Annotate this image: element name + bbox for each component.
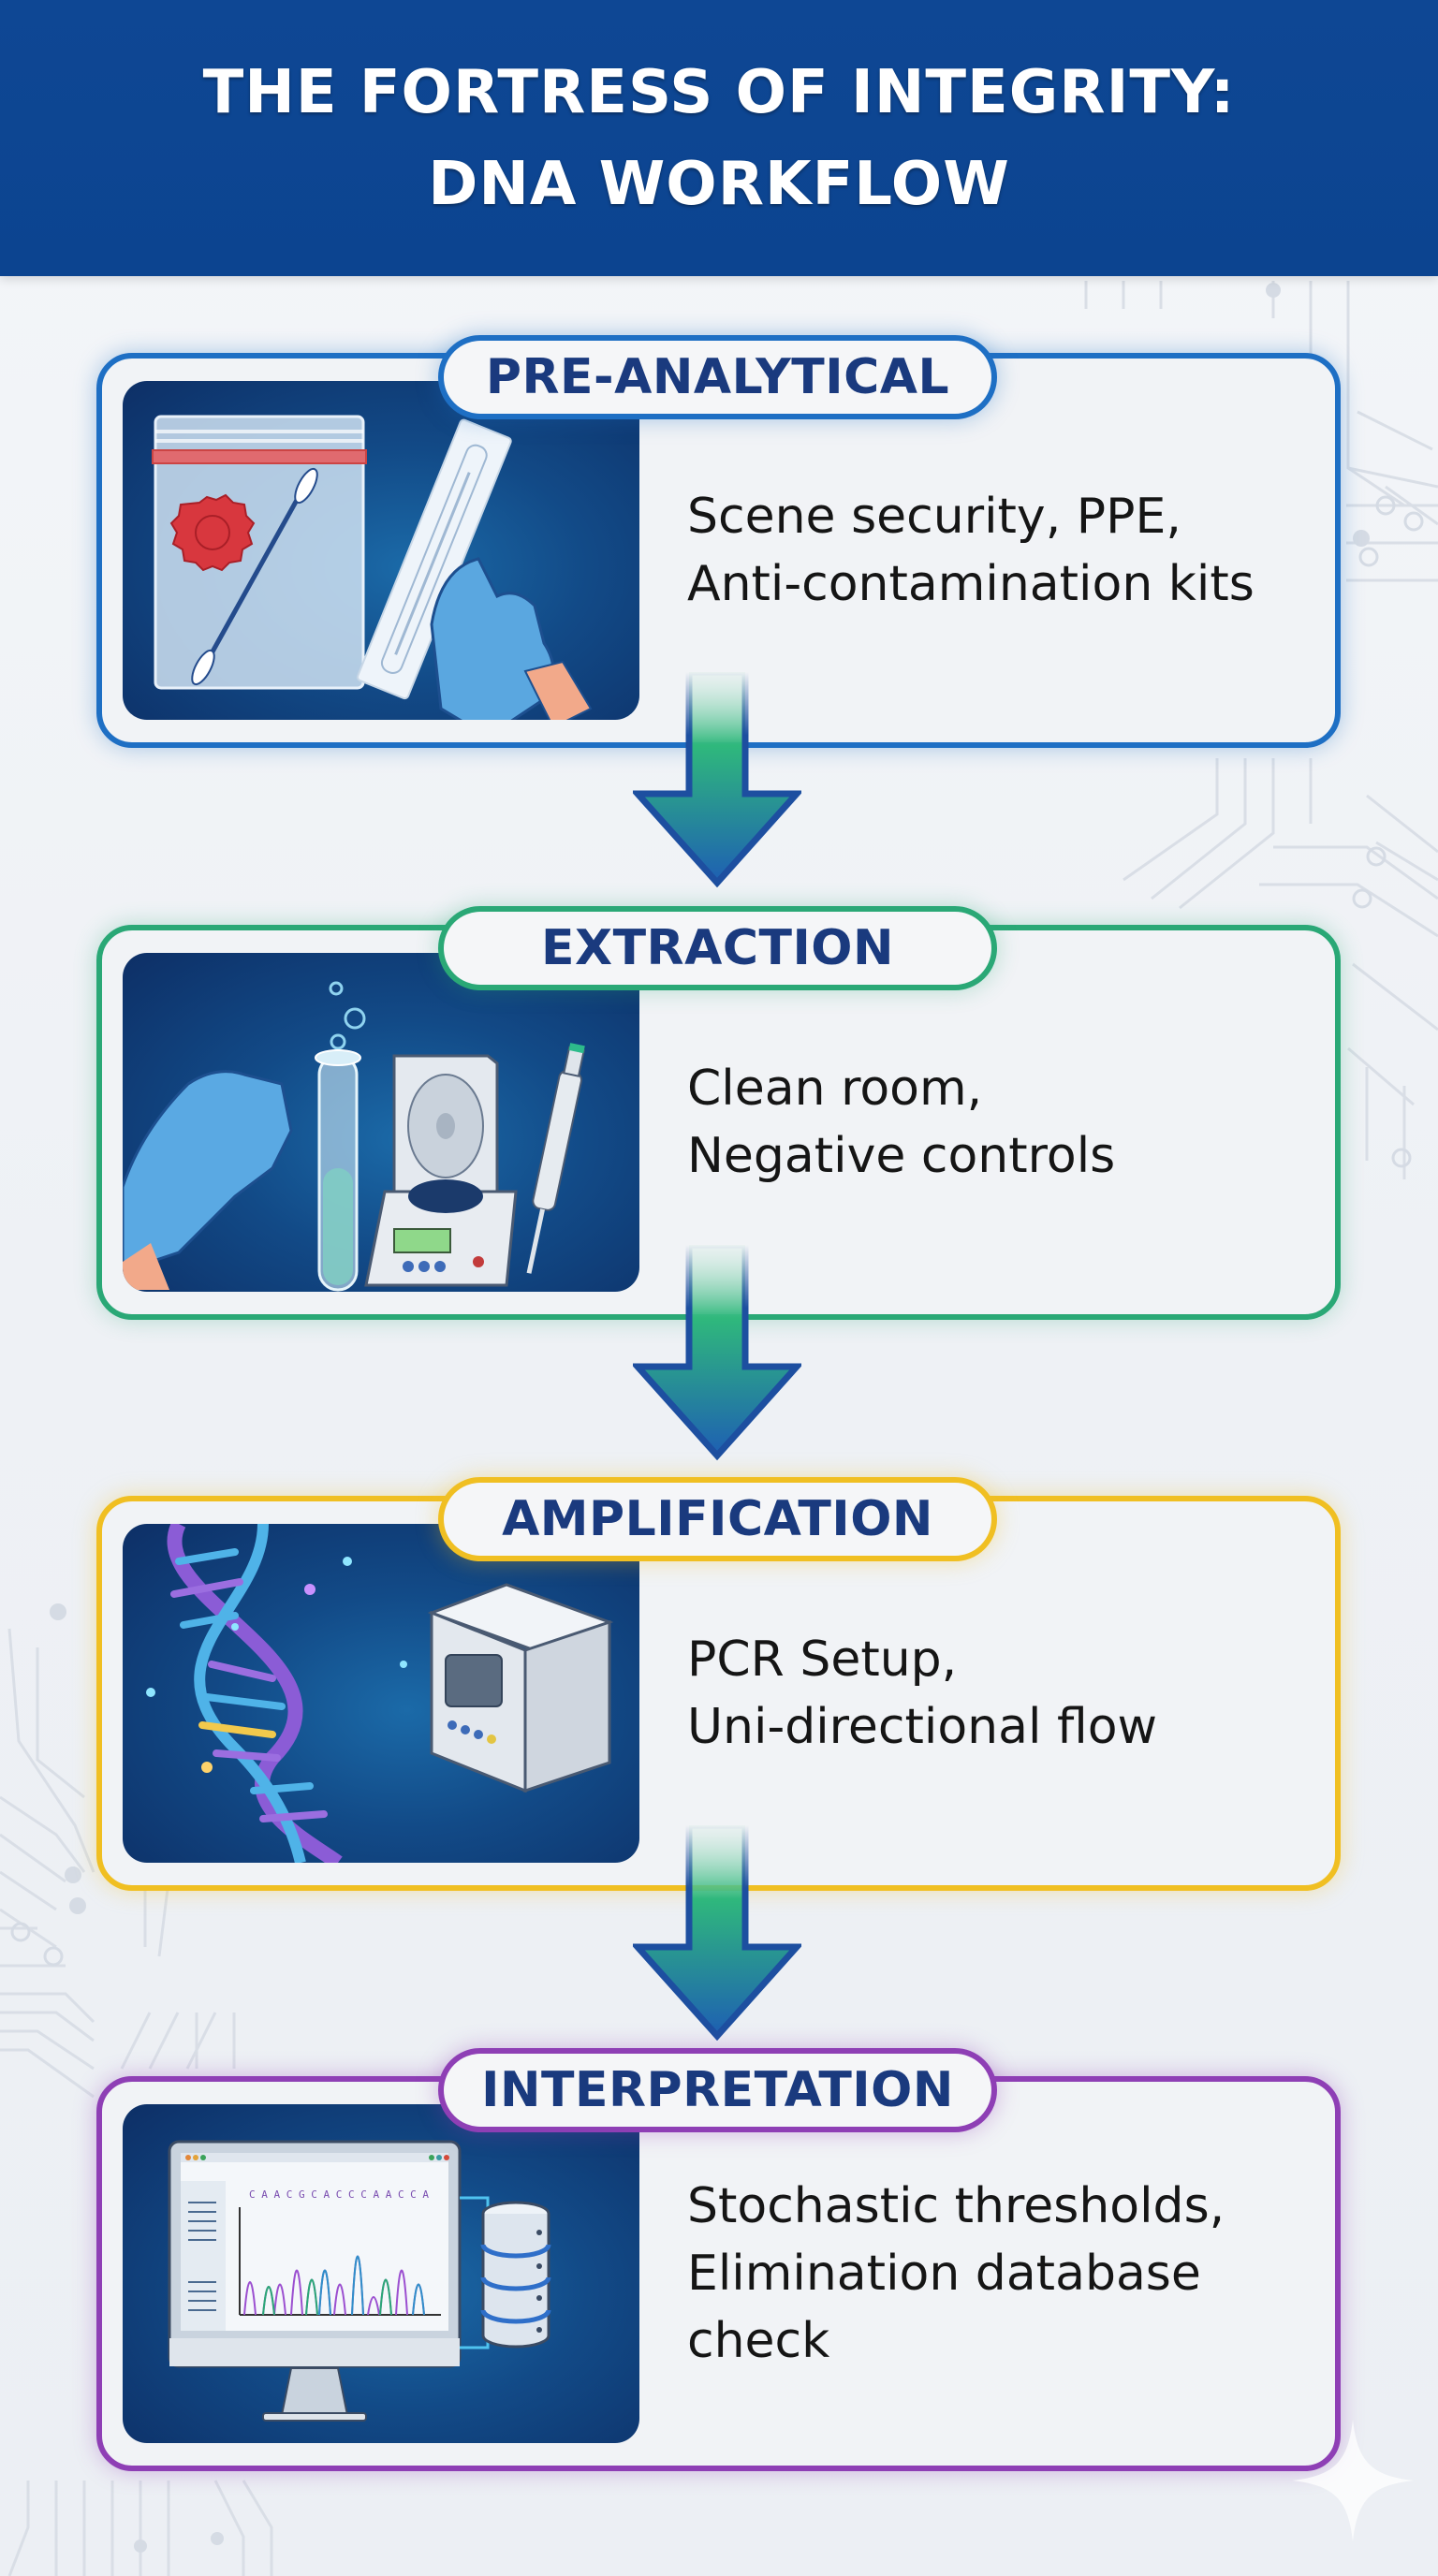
stage-card-interpretation: C A A C G C A C C C A A C C A Stochastic… [96, 2076, 1341, 2471]
description-line: Stochastic thresholds, [687, 2178, 1225, 2234]
stage-description: Stochastic thresholds, Elimination datab… [687, 2082, 1333, 2466]
title-line-1: THE FORTRESS OF INTEGRITY: [202, 57, 1236, 127]
description-line: Scene security, PPE, [687, 489, 1181, 545]
electropherogram-monitor-and-database-icon: C A A C G C A C C C A A C C A [123, 2104, 639, 2443]
description-line: Uni-directional flow [687, 1699, 1158, 1755]
description-line: check [687, 2313, 830, 2369]
stage-description: Scene security, PPE, Anti-contamination … [687, 359, 1333, 742]
down-arrow-icon [633, 672, 801, 887]
page-header: THE FORTRESS OF INTEGRITY: DNA WORKFLOW [0, 0, 1438, 276]
stage-label-pre-analytical: PRE-ANALYTICAL [438, 335, 997, 419]
dna-helix-and-pcr-machine-icon [123, 1524, 639, 1863]
description-line: Clean room, [687, 1061, 983, 1117]
stage-description: Clean room, Negative controls [687, 930, 1333, 1314]
down-arrow-icon [633, 1245, 801, 1460]
down-arrow-icon [633, 1825, 801, 2041]
stage-label-amplification: AMPLIFICATION [438, 1477, 997, 1561]
sparkle-icon [1292, 2420, 1414, 2541]
description-line: Elimination database [687, 2246, 1201, 2302]
base-sequence-text: C A A C G C A C C C A A C C A [249, 2188, 429, 2201]
title-line-2: DNA WORKFLOW [428, 149, 1010, 219]
stage-label-extraction: EXTRACTION [438, 906, 997, 990]
description-line: PCR Setup, [687, 1632, 958, 1688]
test-tube-centrifuge-pipette-icon [123, 953, 639, 1292]
evidence-bag-and-swab-icon [123, 381, 639, 720]
description-line: Anti-contamination kits [687, 556, 1255, 612]
stage-description: PCR Setup, Uni-directional flow [687, 1501, 1333, 1885]
description-line: Negative controls [687, 1128, 1116, 1184]
stage-label-interpretation: INTERPRETATION [438, 2048, 997, 2132]
